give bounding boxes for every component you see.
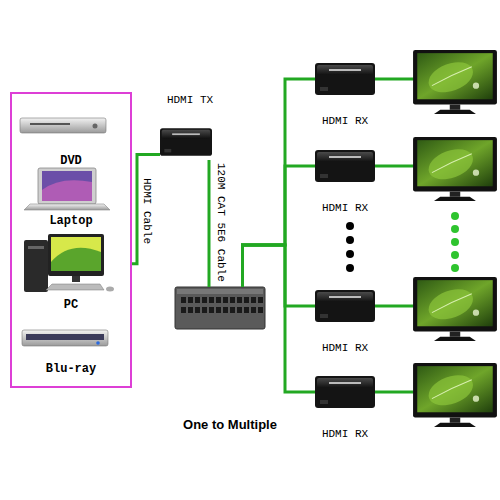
tx-device bbox=[160, 128, 212, 156]
monitor bbox=[413, 363, 497, 427]
source-group: DVD LaptopPC Blu-ray bbox=[10, 92, 132, 388]
node-label: Laptop bbox=[49, 214, 92, 228]
cable-label: 120M CAT 5E6 Cable bbox=[215, 163, 227, 282]
receiver-box: HDMI RX bbox=[315, 150, 375, 182]
transmitter-box: HDMI TX bbox=[160, 124, 212, 160]
source-device: Laptop bbox=[16, 168, 126, 228]
node-label: PC bbox=[64, 298, 78, 312]
source-device: Blu-ray bbox=[16, 324, 126, 376]
cable-connector bbox=[243, 245, 316, 306]
node-label: DVD bbox=[60, 154, 82, 168]
cable-connector bbox=[132, 155, 160, 264]
ellipsis-dots bbox=[451, 212, 459, 272]
cable-connector bbox=[208, 160, 211, 287]
ellipsis-dots bbox=[346, 222, 354, 272]
rx-device bbox=[315, 290, 375, 322]
receiver-box: HDMI RX bbox=[315, 290, 375, 322]
receiver-box: HDMI RX bbox=[315, 63, 375, 95]
monitor bbox=[413, 137, 497, 201]
caption: One to Multiple bbox=[160, 417, 300, 432]
bluray-player bbox=[22, 330, 108, 346]
monitor bbox=[413, 277, 497, 341]
rx-device bbox=[315, 376, 375, 408]
source-device: PC bbox=[16, 232, 126, 312]
node-label: HDMI TX bbox=[146, 94, 234, 106]
monitor bbox=[413, 50, 497, 114]
node-label: HDMI RX bbox=[301, 342, 389, 354]
network-switch bbox=[175, 287, 265, 329]
laptop bbox=[24, 168, 110, 210]
receiver-box: HDMI RX bbox=[315, 376, 375, 408]
node-label: HDMI RX bbox=[301, 202, 389, 214]
cable-connector bbox=[243, 245, 316, 392]
node-label: HDMI RX bbox=[301, 428, 389, 440]
cable-connector bbox=[243, 79, 316, 287]
hdmi-wire bbox=[375, 79, 415, 392]
node-label: Blu-ray bbox=[46, 362, 96, 376]
dvd-player bbox=[20, 118, 106, 133]
rx-device bbox=[315, 150, 375, 182]
rx-device bbox=[315, 63, 375, 95]
source-device: DVD bbox=[16, 112, 126, 168]
node-label: HDMI RX bbox=[301, 115, 389, 127]
desktop-pc bbox=[24, 234, 114, 292]
network-switch-body bbox=[175, 287, 265, 329]
cable-connector bbox=[243, 166, 316, 287]
cable-label: HDMI Cable bbox=[141, 178, 153, 244]
